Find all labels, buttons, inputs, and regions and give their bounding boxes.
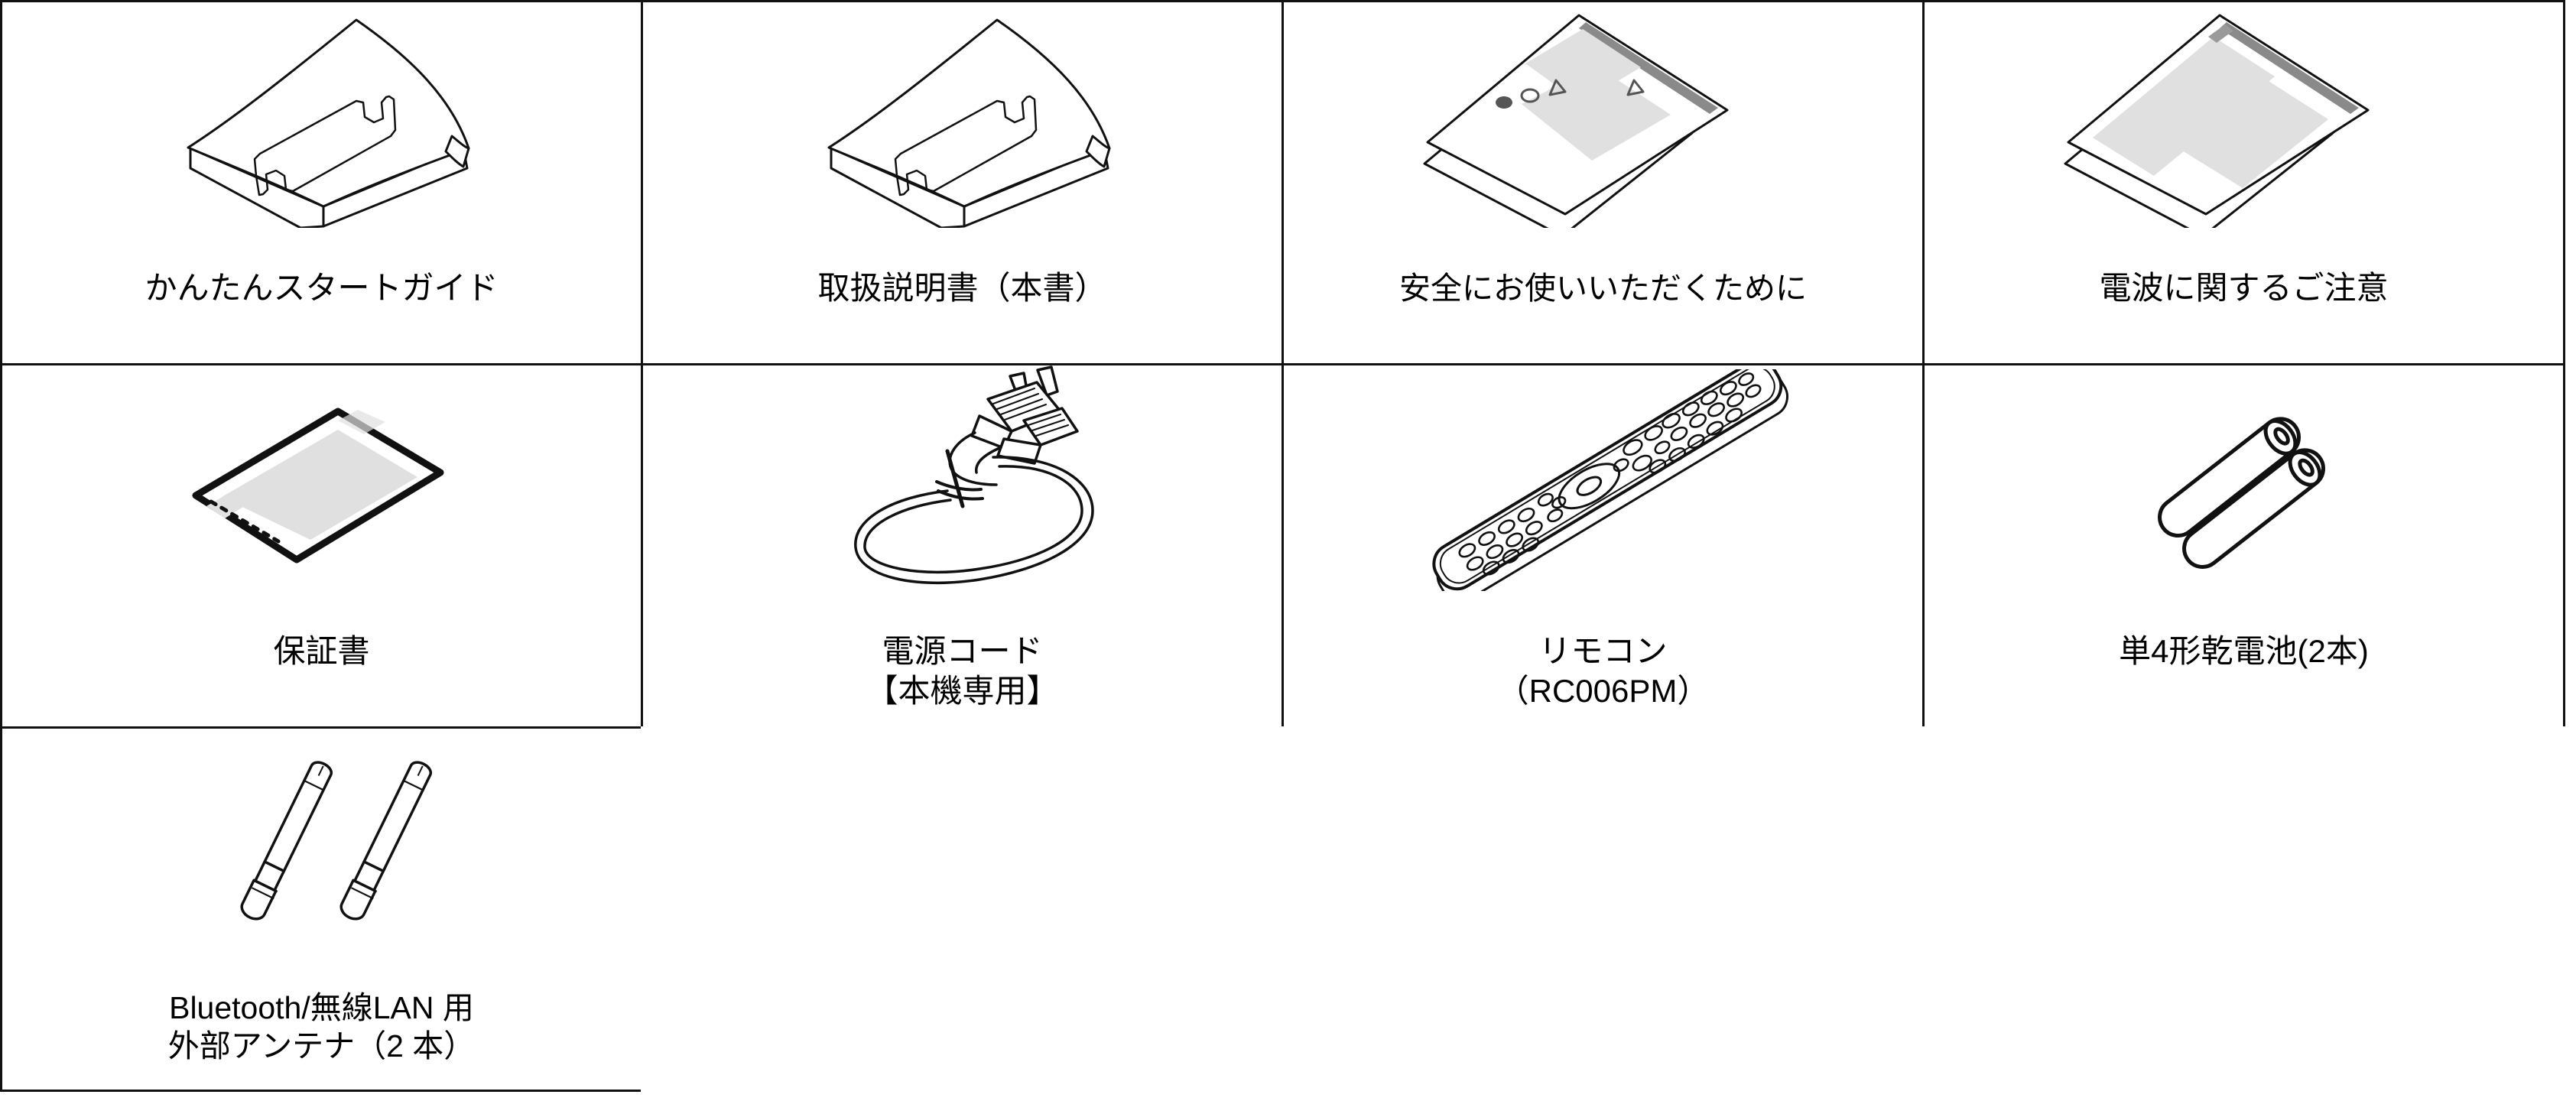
accessory-label-line1: リモコン <box>1538 633 1668 669</box>
accessory-cell-aaa-batteries[interactable]: 単4形乾電池(2本) <box>1922 363 2565 729</box>
accessory-label-line2: 外部アンテナ（2 本） <box>167 1028 476 1064</box>
accessory-cell-owners-manual[interactable]: 取扱説明書（本書） <box>641 0 1284 365</box>
accessory-label-line1: 電源コード <box>882 633 1043 669</box>
accessory-label-line1: 単4形乾電池(2本) <box>2119 633 2369 669</box>
accessory-label-line1: 保証書 <box>273 633 370 669</box>
accessory-label: 安全にお使いいただくために <box>1284 229 1922 308</box>
accessory-label: 電源コード 【本機専用】 <box>643 592 1282 726</box>
accessory-cell-safety-instructions[interactable]: 安全にお使いいただくために <box>1282 0 1925 365</box>
booklet-icon <box>2 2 641 232</box>
accessory-cell-warranty-card[interactable]: 保証書 <box>0 363 643 729</box>
accessory-label: 保証書 <box>2 592 641 671</box>
accessory-cell-quick-start-guide[interactable]: かんたんスタートガイド <box>0 0 643 365</box>
accessory-row-3-empty-area <box>641 726 2571 1092</box>
warranty-card-icon <box>2 365 641 595</box>
leaflet-icon <box>1925 2 2563 232</box>
accessory-label: かんたんスタートガイド <box>2 229 641 308</box>
accessory-label: リモコン （RC006PM） <box>1284 592 1922 726</box>
accessory-label-line1: 安全にお使いいただくために <box>1399 271 1807 306</box>
power-cord-icon <box>643 365 1282 595</box>
accessory-label-line1: 取扱説明書（本書） <box>817 270 1107 306</box>
accessory-cell-power-cord[interactable]: 電源コード 【本機専用】 <box>641 363 1284 729</box>
booklet-icon <box>643 2 1282 232</box>
accessory-label: 電波に関するご注意 <box>1925 229 2563 308</box>
accessory-label: 単4形乾電池(2本) <box>1925 592 2563 671</box>
accessory-cell-external-antenna[interactable]: Bluetooth/無線LAN 用 外部アンテナ（2 本） <box>0 726 643 1092</box>
battery-icon <box>1925 365 2563 595</box>
accessory-label-line2: 【本機専用】 <box>866 673 1059 709</box>
antenna-icon <box>2 729 641 958</box>
remote-control-icon <box>1284 365 1922 595</box>
accessory-label: 取扱説明書（本書） <box>643 229 1282 308</box>
accessory-label-line1: 電波に関するご注意 <box>2099 270 2389 306</box>
accessory-label-line1: かんたんスタートガイド <box>145 270 499 306</box>
accessory-row-1: かんたんスタートガイド <box>0 0 2574 365</box>
leaflet-icon <box>1284 2 1922 232</box>
accessory-label: Bluetooth/無線LAN 用 外部アンテナ（2 本） <box>2 950 641 1090</box>
accessory-row-2: 保証書 <box>0 363 2574 729</box>
accessory-label-line2: （RC006PM） <box>1496 673 1710 709</box>
accessory-label-line1: Bluetooth/無線LAN 用 <box>169 990 474 1025</box>
accessory-cell-remote-control[interactable]: リモコン （RC006PM） <box>1282 363 1925 729</box>
accessory-cell-radio-wave-notice[interactable]: 電波に関するご注意 <box>1922 0 2565 365</box>
accessory-row-3: Bluetooth/無線LAN 用 外部アンテナ（2 本） <box>0 726 2574 1092</box>
